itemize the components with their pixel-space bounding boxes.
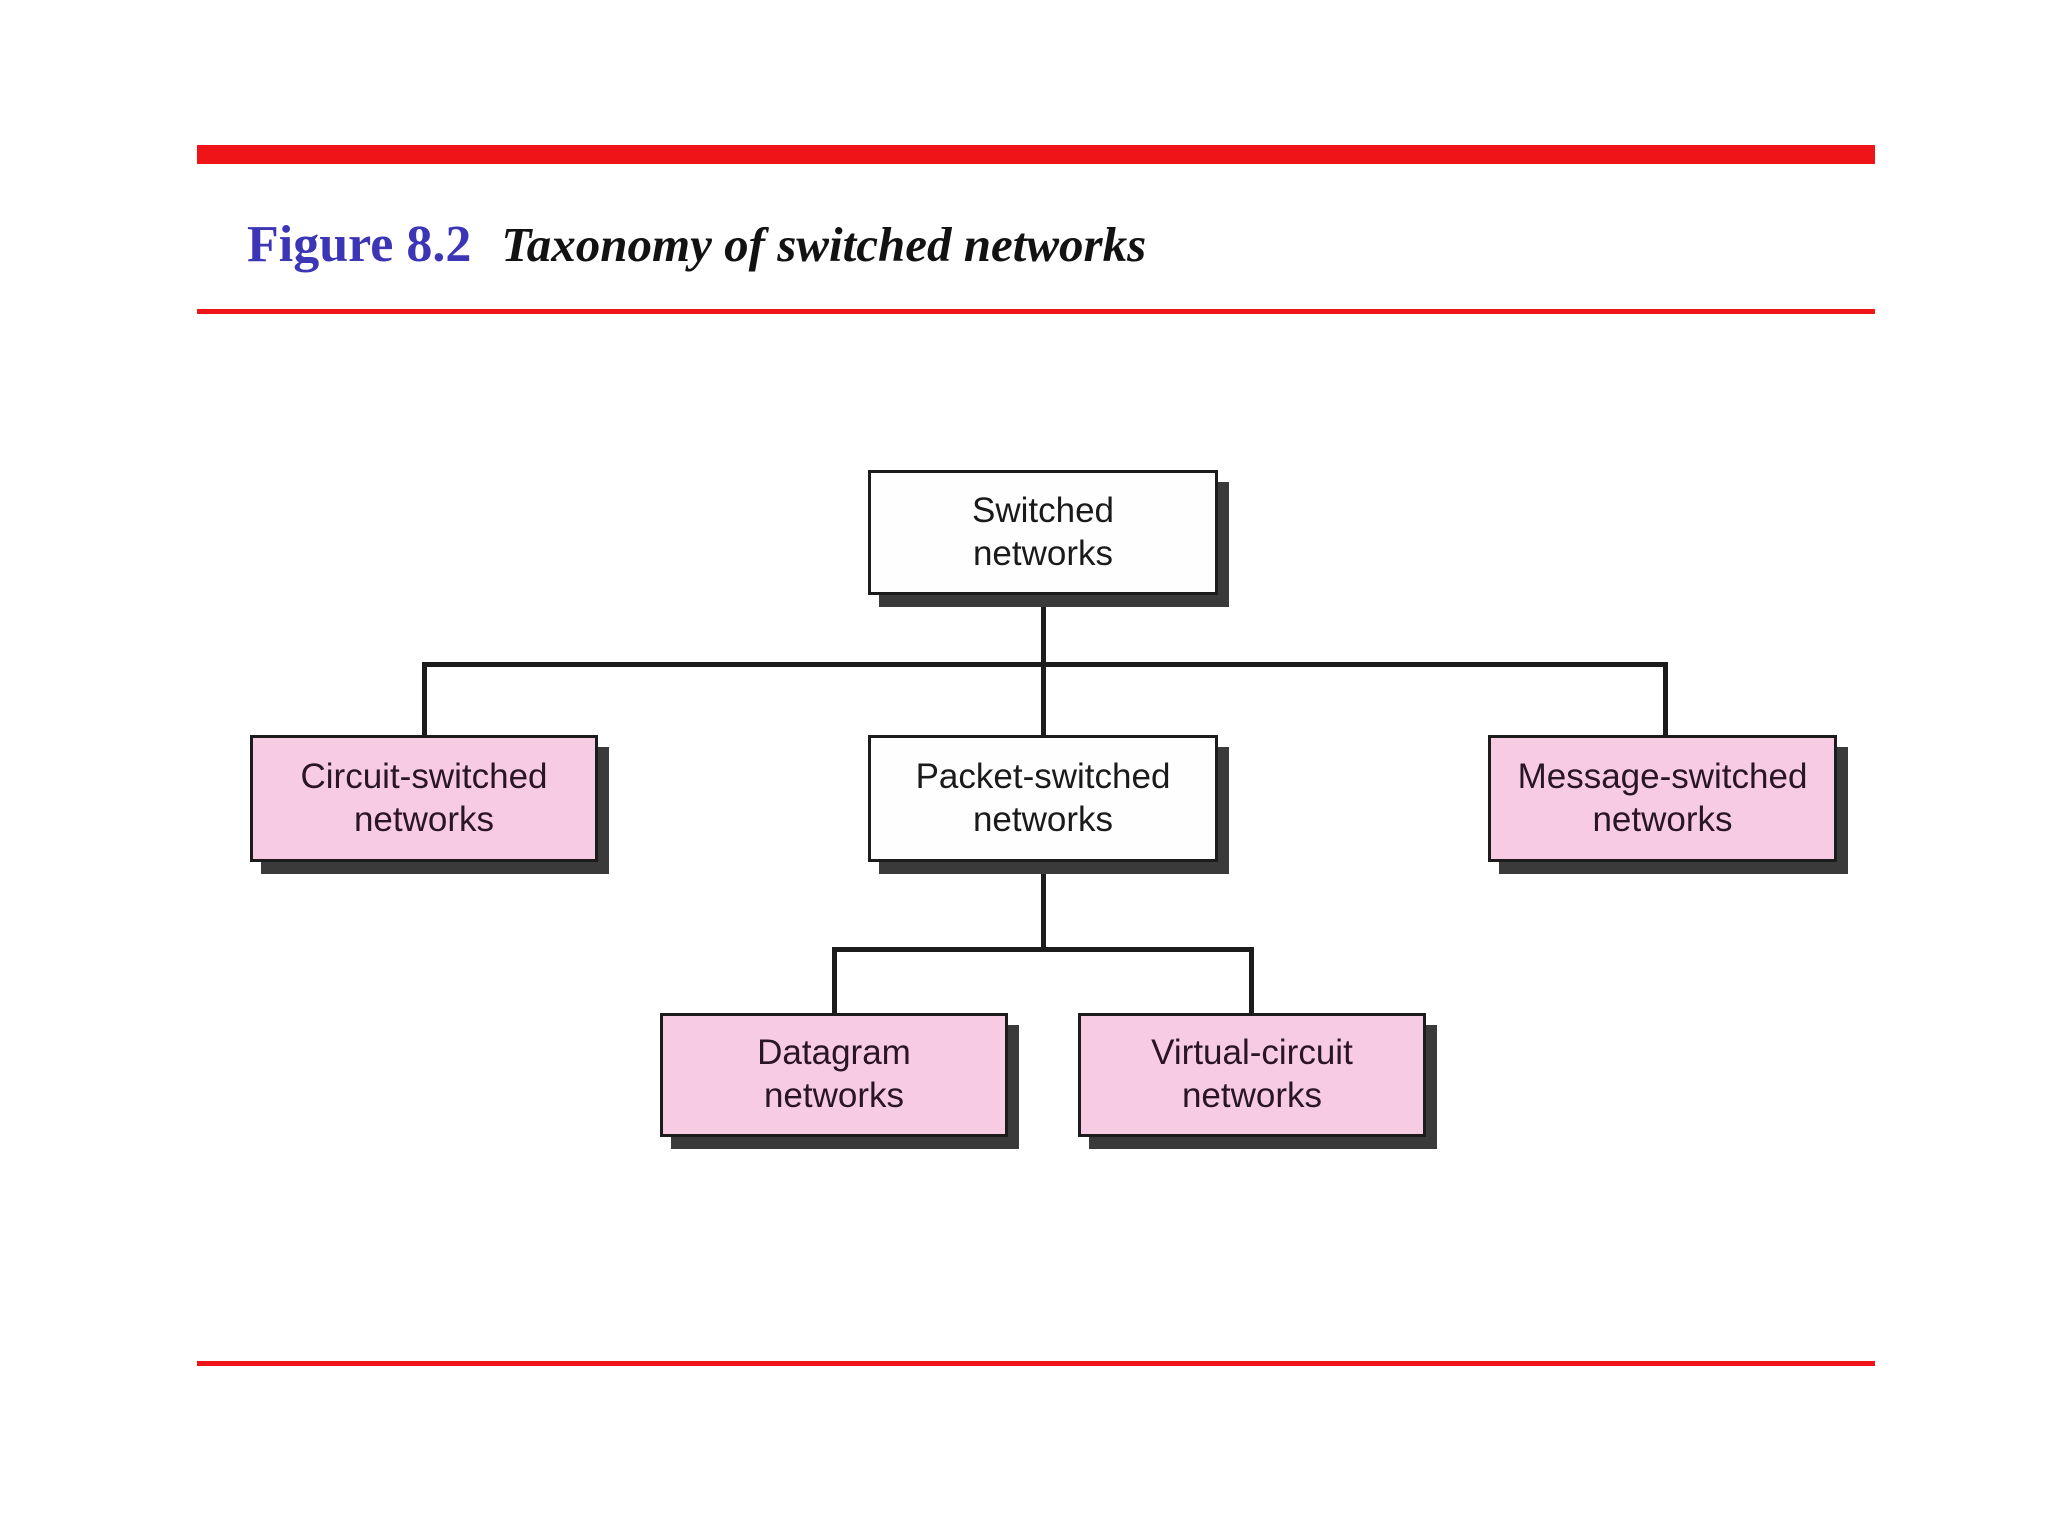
connector-datagram-drop (832, 947, 837, 1015)
node-packet-switched-networks: Packet-switched networks (868, 735, 1218, 862)
figure-number-label: Figure 8.2 (247, 216, 472, 273)
figure-title: Figure 8.2 Taxonomy of switched networks (247, 215, 1146, 274)
header-divider-rule (197, 309, 1875, 314)
connector-packet-down (1041, 862, 1046, 952)
node-switched-networks: Switched networks (868, 470, 1218, 595)
connector-circuit-drop (422, 662, 427, 737)
figure-caption: Taxonomy of switched networks (501, 217, 1147, 272)
connector-message-drop (1663, 662, 1668, 737)
connector-packet-drop (1041, 662, 1046, 737)
node-message-switched-networks: Message-switched networks (1488, 735, 1837, 862)
node-datagram-networks: Datagram networks (660, 1013, 1008, 1137)
footer-divider-rule (197, 1361, 1875, 1366)
header-accent-bar (197, 145, 1875, 164)
connector-level2-bar (832, 947, 1254, 952)
node-circuit-switched-networks: Circuit-switched networks (250, 735, 598, 862)
node-virtual-circuit-networks: Virtual-circuit networks (1078, 1013, 1426, 1137)
connector-virtual-drop (1249, 947, 1254, 1015)
connector-root-drop (1041, 595, 1046, 667)
